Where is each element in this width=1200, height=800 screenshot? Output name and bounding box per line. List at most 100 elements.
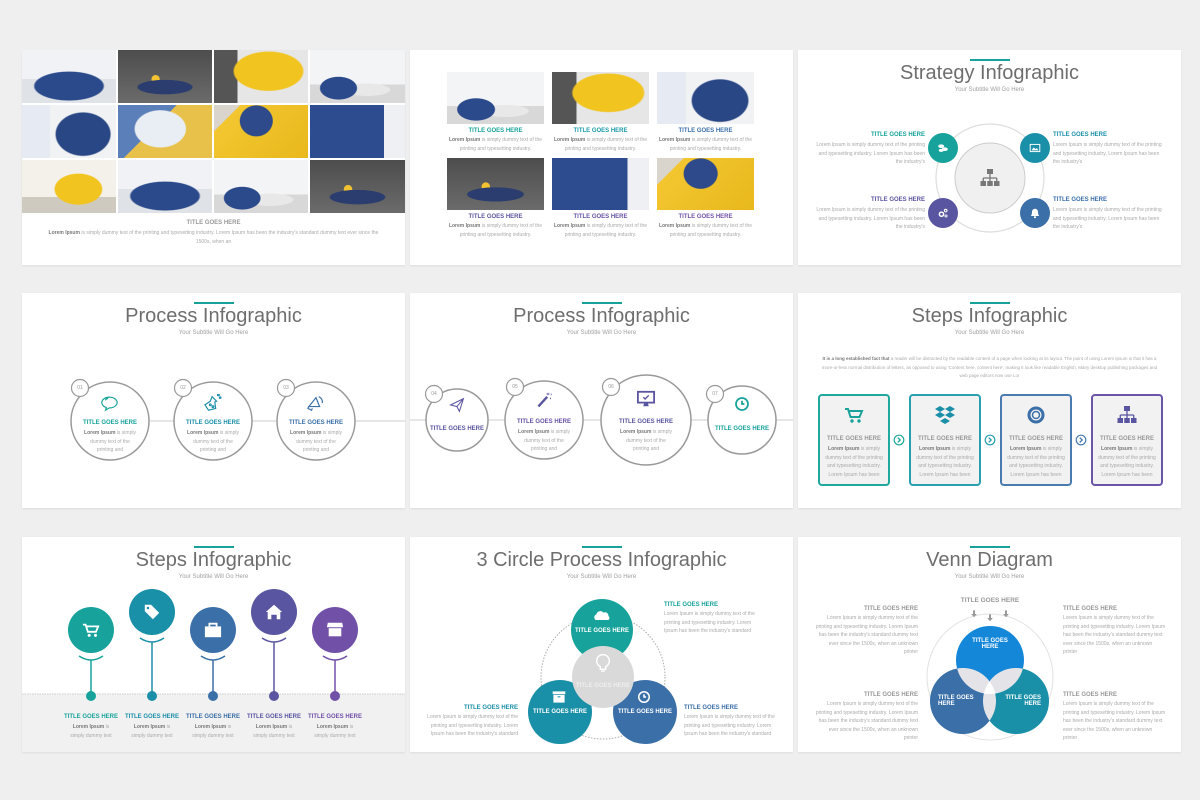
step-text: Lorem Ipsum is simply dummy text <box>131 724 173 739</box>
step-number: 07 <box>712 391 718 397</box>
step-title: TITLE GOES HERE <box>185 714 240 720</box>
gears-icon <box>937 207 949 219</box>
item-title: TITLE GOES HERE <box>1053 132 1108 138</box>
briefcase-icon <box>204 621 222 639</box>
outer-ring <box>935 123 1045 233</box>
intro-text: It is a long established fact that a rea… <box>821 356 1158 378</box>
step-title: TITLE GOES HERE <box>429 426 484 432</box>
photo <box>22 160 116 213</box>
home-icon <box>265 603 283 621</box>
step-title: TITLE GOES HERE <box>288 420 343 426</box>
step-title: TITLE GOES HERE <box>82 420 137 426</box>
accent-line <box>970 59 1010 61</box>
circle-center-label: TITLE GOES HERE <box>575 683 630 689</box>
circle-left-label: TITLE GOES HERE <box>532 709 587 715</box>
hierarchy-icon <box>980 168 1000 188</box>
chevron-right-icon <box>1075 434 1087 446</box>
slide-title: 3 Circle Process Infographic <box>476 549 727 571</box>
venn-top-circle-label: TITLE GOES HERE <box>972 638 1008 650</box>
step-circle <box>600 374 692 466</box>
card-title: TITLE GOES HERE <box>678 128 733 134</box>
slide-thumbnail-process-infographic-1[interactable]: Process Infographic Your Subtitle Will G… <box>22 293 405 508</box>
note-text: Lorem Ipsum is simply dummy text of the … <box>684 714 775 737</box>
slide-thumbnail-photo-collage[interactable]: TITLE GOES HERE Lorem Ipsum is simply du… <box>22 50 405 265</box>
photo <box>22 50 116 103</box>
card-title: TITLE GOES HERE <box>1099 436 1154 442</box>
overlap-top-left <box>956 668 996 694</box>
slide-thumbnail-venn-diagram[interactable]: Venn Diagram Your Subtitle Will Go Here … <box>798 537 1181 752</box>
photo <box>310 160 405 213</box>
step-text: Lorem Ipsum is simply dummy text <box>253 724 295 739</box>
slide-thumbnail-steps-infographic-1[interactable]: Steps Infographic Your Subtitle Will Go … <box>798 293 1181 508</box>
step-dot <box>208 691 218 701</box>
card-title: TITLE GOES HERE <box>468 214 523 220</box>
circle-center <box>572 646 634 708</box>
note-title: TITLE GOES HERE <box>1063 606 1118 612</box>
venn-diagram <box>926 613 1054 741</box>
step-card <box>909 394 981 486</box>
step-title: TITLE GOES HERE <box>307 714 362 720</box>
bell-icon <box>1029 207 1041 219</box>
dropbox-icon <box>935 405 955 425</box>
slide-subtitle: Your Subtitle Will Go Here <box>178 330 249 336</box>
step-text: Lorem Ipsum is simply dummy text of the … <box>84 430 136 453</box>
card-title: TITLE GOES HERE <box>1008 436 1063 442</box>
paper-plane-icon <box>449 397 465 413</box>
photo <box>214 105 308 158</box>
slide-thumbnail-strategy-infographic[interactable]: Strategy Infographic Your Subtitle Will … <box>798 50 1181 265</box>
circle-top-label: TITLE GOES HERE <box>574 628 629 634</box>
step-card <box>818 394 890 486</box>
photo <box>657 158 754 210</box>
slide-title: Process Infographic <box>125 305 302 327</box>
circle-right-label: TITLE GOES HERE <box>617 709 672 715</box>
step-circle <box>70 381 150 461</box>
three-circle-diagram <box>528 599 677 744</box>
clock-icon <box>734 396 750 412</box>
photo <box>22 105 116 158</box>
slide-thumbnail-process-infographic-2[interactable]: Process Infographic Your Subtitle Will G… <box>410 293 793 508</box>
slide-thumbnail-3-circle-process[interactable]: 3 Circle Process Infographic Your Subtit… <box>410 537 793 752</box>
circle-right <box>613 680 677 744</box>
accent-line <box>582 302 622 304</box>
card-title: TITLE GOES HERE <box>468 128 523 134</box>
card-text: Lorem Ipsum is simply dummy text of the … <box>553 137 648 152</box>
caption-text: Lorem Ipsum is simply dummy text of the … <box>48 230 379 245</box>
slide-thumbnail-steps-infographic-2[interactable]: Steps Infographic Your Subtitle Will Go … <box>22 537 405 752</box>
note-text: Lorem Ipsum is simply dummy text of the … <box>664 611 755 634</box>
photo <box>447 158 544 210</box>
note-title: TITLE GOES HERE <box>463 705 518 711</box>
bottom-band <box>22 694 405 752</box>
arrow-down-icon <box>1002 610 1010 618</box>
slide-thumbnail-photo-cards[interactable]: TITLE GOES HERE TITLE GOES HERE TITLE GO… <box>410 50 793 265</box>
slide-subtitle: Your Subtitle Will Go Here <box>954 330 1025 336</box>
slide-title: Process Infographic <box>513 305 690 327</box>
step-title: TITLE GOES HERE <box>618 419 673 425</box>
step-number: 01 <box>77 385 83 391</box>
accent-line <box>582 546 622 548</box>
step-title: TITLE GOES HERE <box>246 714 301 720</box>
step-circle <box>68 607 114 653</box>
note-text: Lorem Ipsum is simply dummy text of the … <box>815 701 918 741</box>
card-text: Lorem Ipsum is simply dummy text of the … <box>658 223 753 238</box>
outer-ring <box>926 613 1054 741</box>
venn-right-circle-label: TITLE GOES HERE <box>1005 695 1041 707</box>
item-circle <box>1020 133 1050 163</box>
accent-line <box>194 302 234 304</box>
item-text: Lorem Ipsum is simply dummy text of the … <box>816 207 925 230</box>
step-badge <box>601 377 621 397</box>
step-text: Lorem Ipsum is simply dummy text <box>192 724 234 739</box>
step-badge <box>173 378 193 398</box>
step-circle <box>504 380 584 460</box>
monitor-icon <box>637 390 655 408</box>
image-icon <box>1029 142 1041 154</box>
card-text: Lorem Ipsum is simply dummy text of the … <box>1007 446 1065 478</box>
cart-icon <box>844 405 864 425</box>
circle-left <box>528 680 592 744</box>
note-text: Lorem Ipsum is simply dummy text of the … <box>815 615 918 655</box>
step-badge <box>505 377 525 397</box>
item-text: Lorem Ipsum is simply dummy text of the … <box>1053 142 1162 165</box>
arrow-down-icon <box>970 610 978 618</box>
step-dot <box>147 691 157 701</box>
step-title: TITLE GOES HERE <box>185 420 240 426</box>
lifebuoy-icon <box>1026 405 1046 425</box>
